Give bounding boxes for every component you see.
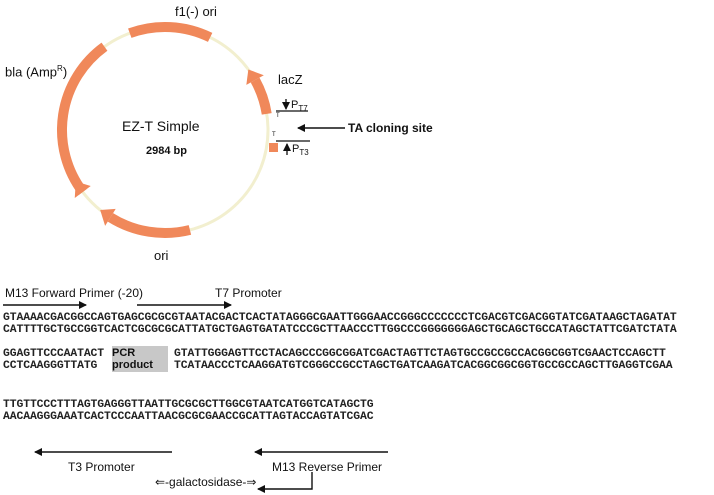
pt7-text: P: [291, 99, 299, 111]
plasmid-size: 2984 bp: [146, 145, 187, 157]
sequence-row2-bottom-left: CCTCAAGGGTTATG: [3, 360, 98, 372]
pt7-subscript: T7: [298, 104, 308, 114]
t3-feature-block: [269, 143, 278, 152]
lacz-arc: [250, 77, 272, 115]
ta-cloning-site-label: TA cloning site: [348, 121, 433, 135]
sequence-row1-top: GTAAAACGACGGCCAGTGAGCGCGCGTAATACGACTCACT…: [3, 312, 677, 324]
bla-arc: [57, 42, 108, 195]
pt3-subscript: T3: [299, 148, 309, 158]
galactosidase-bent-arrow: [257, 472, 313, 493]
t3-promoter-label: T3 Promoter: [68, 460, 135, 474]
pt7-label: PT7: [291, 99, 308, 113]
ori-label: ori: [154, 248, 169, 263]
bla-text: bla (Amp: [5, 64, 58, 80]
bla-superscript: R: [57, 64, 63, 73]
bla-arc-arrowhead: [74, 181, 91, 199]
bla-close: ): [62, 64, 68, 80]
lacz-label: lacZ: [278, 72, 303, 87]
sequence-row3-bottom: AACAAGGGAAATCACTCCCAATTAACGCGCGAACCGCATT…: [3, 411, 374, 423]
sequence-row2-bottom-right: TCATAACCCTCAAGGATGTCGGGCCGCCTAGCTGATCAAG…: [174, 360, 673, 372]
t7-promoter-label: T7 Promoter: [215, 286, 282, 300]
galactosidase-label: ⇐-galactosidase-⇒: [155, 475, 257, 489]
t-overhang-top: T: [276, 113, 280, 119]
m13-reverse-label: M13 Reverse Primer: [272, 460, 383, 474]
f1-ori-arc: [128, 22, 213, 42]
m13-forward-label: M13 Forward Primer (-20): [5, 286, 144, 300]
f1-ori-label: f1(-) ori: [175, 4, 217, 19]
ori-arc-arrowhead: [100, 208, 116, 226]
lacz-arc-arrowhead: [246, 69, 264, 85]
sequence-row1-bottom: CATTTTGCTGCCGGTCACTCGCGCGCATTATGCTGAGTGA…: [3, 324, 677, 336]
pt3-label: PT3: [292, 143, 309, 157]
pcr-product-box: PCR product: [112, 346, 168, 372]
bla-label: bla (AmpR): [5, 64, 67, 79]
sequence-row2-top-left: GGAGTTCCCAATACT: [3, 348, 105, 360]
pt3-text: P: [292, 143, 300, 155]
t-overhang-bottom: T: [272, 132, 276, 138]
plasmid-name: EZ-T Simple: [122, 118, 200, 134]
ori-arc: [107, 213, 192, 238]
sequence-row3-top: TTGTTCCCTTTAGTGAGGGTTAATTGCGCGCTTGGCGTAA…: [3, 399, 374, 411]
sequence-row2-top-right: GTATTGGGAGTTCCTACAGCCCGGCGGATCGACTAGTTCT…: [174, 348, 666, 360]
